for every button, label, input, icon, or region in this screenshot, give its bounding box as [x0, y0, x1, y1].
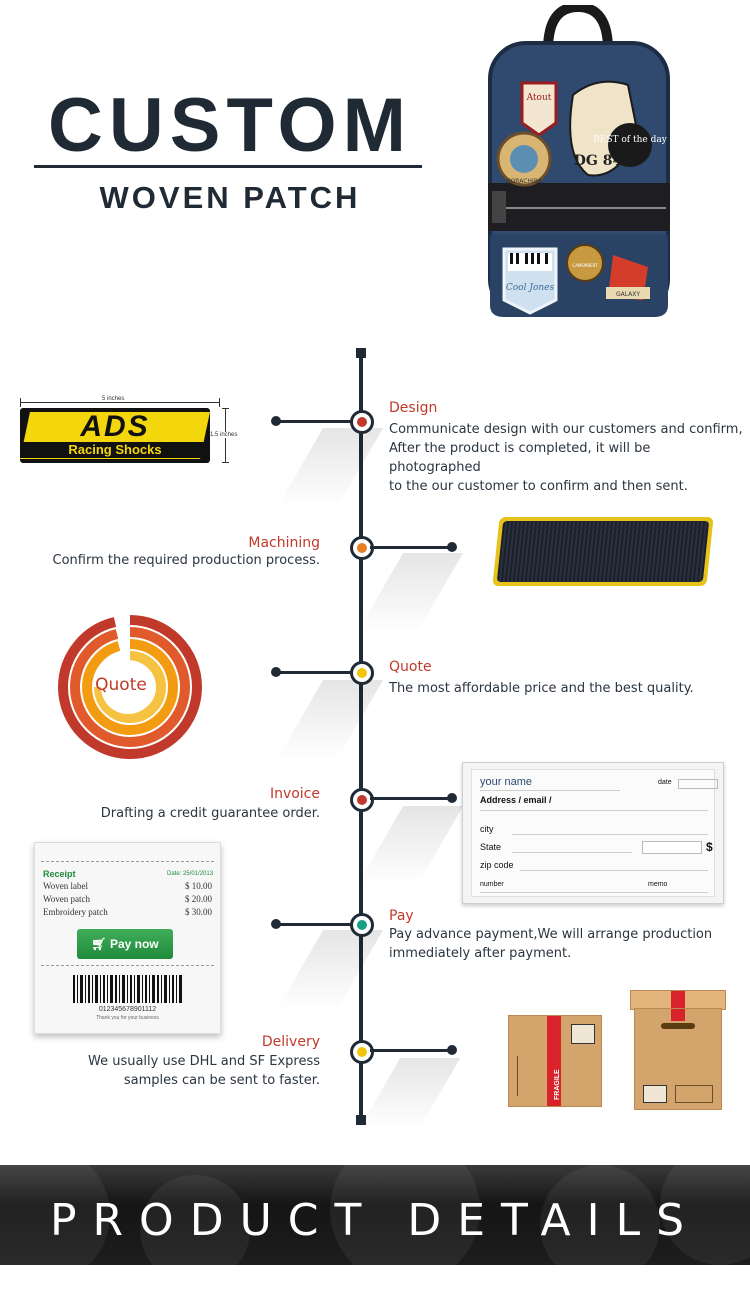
- svg-text:DG 84: DG 84: [574, 153, 623, 169]
- step-node-machining: [350, 536, 374, 560]
- step-desc-quote: The most affordable price and the best q…: [389, 681, 694, 696]
- connector-dot: [447, 542, 457, 552]
- shipping-box-lid: [630, 990, 726, 1010]
- connector-line: [370, 546, 452, 549]
- step-title-pay: Pay: [389, 908, 414, 924]
- shipping-box-fragile: FRAGILE: [508, 1015, 602, 1107]
- step-desc-pay: Pay advance payment,We will arrange prod…: [389, 927, 713, 961]
- svg-text:CAMEMBERT: CAMEMBERT: [572, 263, 598, 268]
- svg-text:Cool Jones: Cool Jones: [506, 283, 555, 293]
- timeline-axis: [359, 352, 363, 1122]
- connector-line: [276, 923, 352, 926]
- patch-atout: Atout: [520, 81, 558, 137]
- shipping-box-open: [634, 1008, 722, 1110]
- svg-text:Atout: Atout: [526, 93, 552, 103]
- step-desc-design: Communicate design with our customers an…: [389, 422, 743, 494]
- shadow: [356, 553, 464, 633]
- step-title-design: Design: [389, 400, 438, 416]
- svg-text:GALAXY: GALAXY: [616, 291, 640, 298]
- step-node-design: [350, 410, 374, 434]
- step-desc-invoice: Drafting a credit guarantee order.: [100, 806, 320, 821]
- connector-dot: [447, 793, 457, 803]
- shadow: [276, 930, 384, 1010]
- step-title-invoice: Invoice: [269, 786, 320, 802]
- step-node-delivery: [350, 1040, 374, 1064]
- patch-horachiba: HORACHIBA: [496, 131, 552, 187]
- pay-now-button[interactable]: 🛒︎ Pay now: [77, 929, 173, 959]
- fragile-label: FRAGILE: [554, 1069, 561, 1100]
- step-node-invoice: [350, 788, 374, 812]
- patch-best: BEST of the day: [593, 123, 668, 167]
- step-node-quote: [350, 661, 374, 685]
- shadow: [276, 680, 384, 760]
- patch-cool-jones: Cool Jones: [502, 247, 558, 315]
- connector-dot: [447, 1045, 457, 1055]
- receipt-image: Receipt Date: 25/01/2013 Woven label $ 1…: [34, 842, 221, 1034]
- ads-design-sample: 5 inches 1.5 inches ADS Racing Shocks: [20, 396, 240, 474]
- step-title-quote: Quote: [389, 659, 432, 675]
- width-label: 5 inches: [100, 396, 127, 402]
- invoice-form-image: your name date Address / email / city St…: [462, 762, 724, 904]
- backpack-image: Atout HORACHIBA DG 84 BEST of the day Co…: [488, 5, 670, 317]
- title-divider: [34, 165, 422, 168]
- patch-camembert: CAMEMBERT: [566, 244, 604, 282]
- page-subtitle: WOVEN PATCH: [99, 180, 361, 215]
- product-details-banner: [0, 1165, 750, 1265]
- cart-icon: 🛒︎: [91, 937, 110, 951]
- timeline-bottom-cap: [356, 1115, 366, 1125]
- svg-text:HORACHIBA: HORACHIBA: [506, 178, 543, 185]
- ads-logo: ADS Racing Shocks: [20, 408, 210, 463]
- barcode: [73, 975, 182, 1003]
- connector-line: [276, 671, 352, 674]
- shadow: [359, 1058, 461, 1128]
- quote-radial-graphic: Quote: [58, 615, 202, 759]
- step-desc-machining: Confirm the required production process.: [52, 553, 320, 568]
- connector-line: [370, 1049, 452, 1052]
- quote-graphic-label: Quote: [95, 675, 147, 695]
- connector-line: [370, 797, 452, 800]
- connector-line: [276, 420, 352, 423]
- shadow: [276, 428, 384, 508]
- timeline-top-cap: [356, 348, 366, 358]
- page-title: CUSTOM: [48, 83, 412, 168]
- height-label: 1.5 inches: [210, 432, 238, 438]
- step-title-machining: Machining: [248, 535, 320, 551]
- patch-galaxy: GALAXY: [606, 255, 650, 300]
- blank-woven-patch: [492, 517, 714, 586]
- svg-text:BEST of the day: BEST of the day: [593, 135, 668, 145]
- step-node-pay: [350, 913, 374, 937]
- banner-title: PRODUCT DETAILS: [49, 1195, 701, 1246]
- shadow: [356, 806, 464, 886]
- step-title-delivery: Delivery: [261, 1034, 320, 1050]
